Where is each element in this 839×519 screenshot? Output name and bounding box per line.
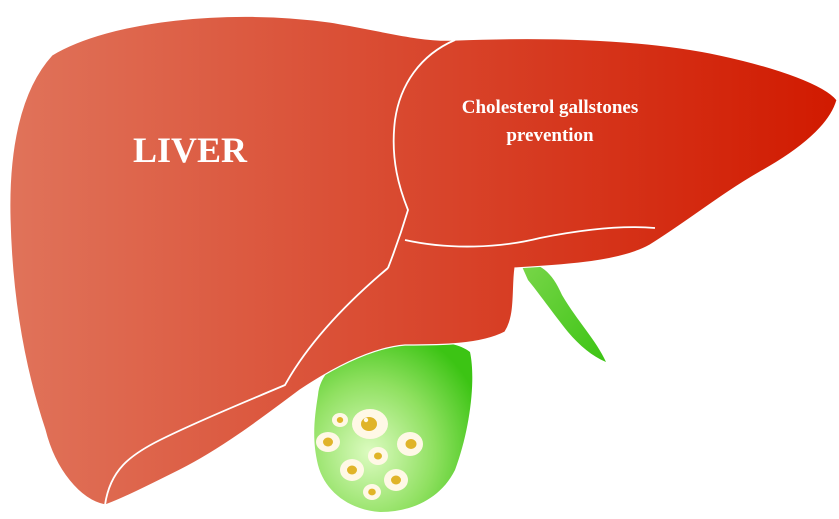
gallstone (384, 469, 408, 491)
bile-duct (520, 262, 606, 362)
gallstone (332, 413, 348, 427)
gallstone (368, 447, 388, 465)
lobe-label-line1: Cholesterol gallstones (462, 97, 638, 118)
gallstone (316, 432, 340, 452)
gallstone (397, 432, 423, 456)
liver-label: LIVER (133, 130, 248, 170)
gallstone (340, 459, 364, 481)
lobe-label-line2: prevention (506, 125, 594, 146)
gallstone (363, 484, 381, 500)
gallstone (352, 409, 388, 439)
